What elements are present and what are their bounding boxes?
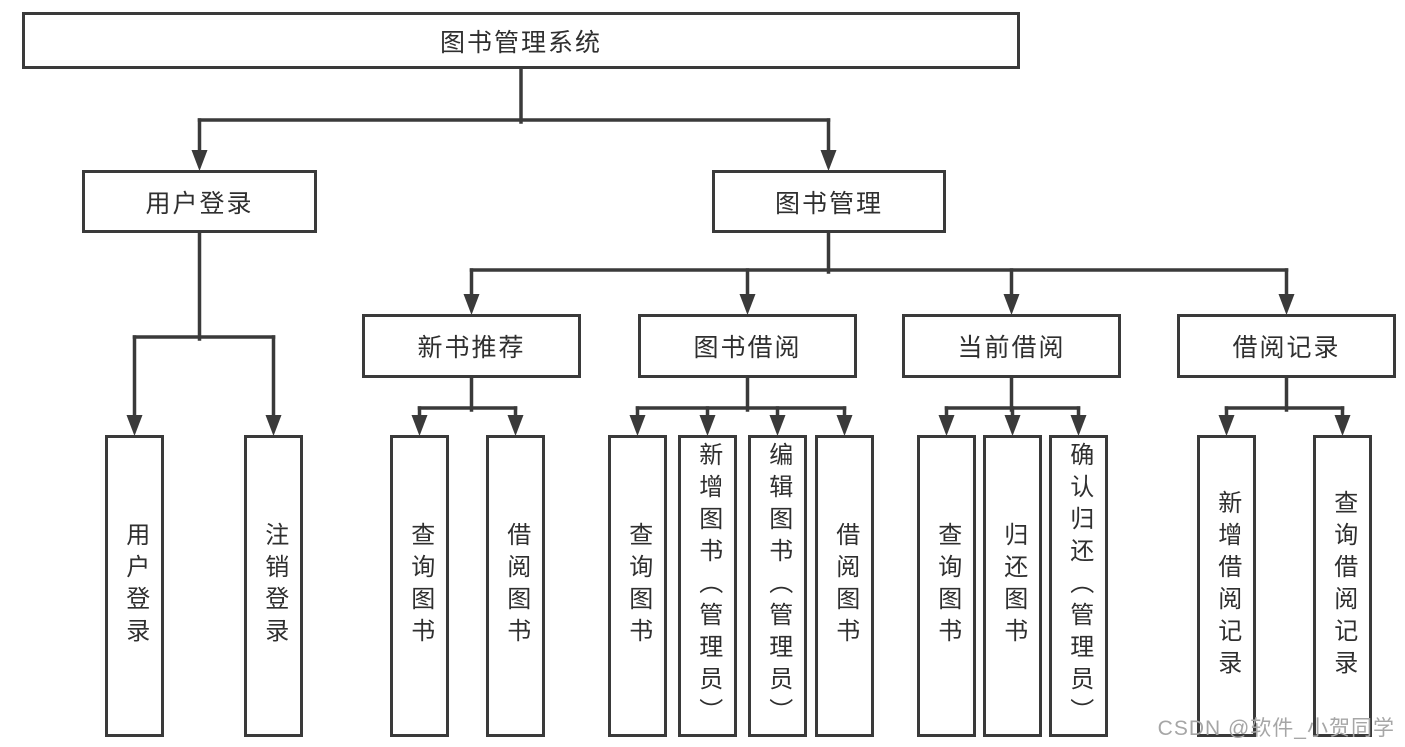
node-current-borrow: 当前借阅 (902, 314, 1121, 378)
node-label: 新增图书（管理员） (694, 442, 722, 730)
node-label: 查询图书 (624, 522, 652, 650)
connector-book-borrow (629, 376, 853, 436)
node-label: 图书借阅 (693, 334, 802, 362)
node-user-login: 用户登录 (82, 170, 317, 233)
node-book-management: 图书管理 (712, 170, 946, 233)
node-borrow-records: 借阅记录 (1177, 314, 1396, 378)
node-new-book-recommend: 新书推荐 (362, 314, 581, 378)
node-label: 借阅图书 (502, 522, 530, 650)
leaf-newbook-query-books: 查询图书 (390, 435, 449, 737)
leaf-borrow-add-books-admin: 新增图书（管理员） (678, 435, 737, 737)
leaf-borrow-query-books: 查询图书 (608, 435, 667, 737)
node-label: 归还图书 (999, 522, 1027, 650)
connector-new-book-recommend (411, 376, 524, 436)
leaf-current-return-books: 归还图书 (983, 435, 1042, 737)
leaf-records-query-record: 查询借阅记录 (1313, 435, 1372, 737)
leaf-records-add-record: 新增借阅记录 (1197, 435, 1256, 737)
leaf-borrow-edit-books-admin: 编辑图书（管理员） (748, 435, 807, 737)
node-label: 查询图书 (406, 522, 434, 650)
node-label: 编辑图书（管理员） (764, 442, 792, 730)
connector-book-management (463, 231, 1295, 315)
node-label: 注销登录 (260, 522, 288, 650)
node-label: 图书管理系统 (439, 28, 602, 57)
leaf-current-query-books: 查询图书 (917, 435, 976, 737)
leaf-logout: 注销登录 (244, 435, 303, 737)
node-root-system: 图书管理系统 (22, 12, 1020, 69)
node-label: 借阅图书 (831, 522, 859, 650)
connector-root (191, 67, 837, 171)
node-label: 借阅记录 (1232, 334, 1341, 362)
leaf-borrow-borrow-books: 借阅图书 (815, 435, 874, 737)
connector-current-borrow (938, 376, 1087, 436)
csdn-watermark: CSDN @软件_小贺同学 (1157, 717, 1395, 740)
node-label: 当前借阅 (957, 334, 1066, 362)
node-label: 新增借阅记录 (1213, 490, 1241, 682)
node-label: 图书管理 (774, 189, 883, 218)
leaf-newbook-borrow-books: 借阅图书 (486, 435, 545, 737)
connector-user-login (126, 231, 282, 436)
node-label: 查询图书 (933, 522, 961, 650)
node-label: 确认归还（管理员） (1065, 442, 1093, 730)
leaf-user-login: 用户登录 (105, 435, 164, 737)
node-label: 用户登录 (145, 189, 254, 218)
node-label: 新书推荐 (417, 334, 526, 362)
node-label: 查询借阅记录 (1329, 490, 1357, 682)
connector-borrow-records (1218, 376, 1351, 436)
node-label: 用户登录 (121, 522, 149, 650)
leaf-current-confirm-return-admin: 确认归还（管理员） (1049, 435, 1108, 737)
node-book-borrow: 图书借阅 (638, 314, 857, 378)
